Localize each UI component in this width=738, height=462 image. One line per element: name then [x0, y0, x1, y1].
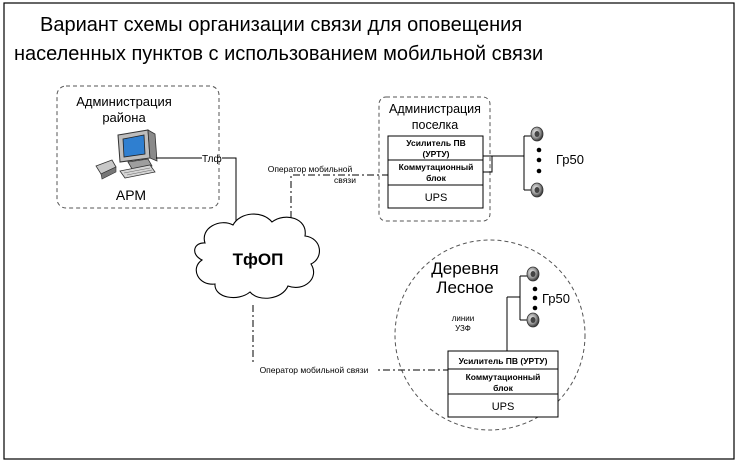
- forest-mobile-operator-label: Оператор мобильной связи: [260, 365, 369, 375]
- speaker-group-label: Гр50: [556, 152, 584, 167]
- forest-village-equipment-stack: [447, 350, 559, 418]
- mobile-operator-label-2: связи: [334, 175, 356, 185]
- forest-village-block: Деревня Лесное Усилитель ПВ (УРТУ) Комму…: [394, 239, 586, 431]
- district-admin-label-1: Администрация: [76, 94, 172, 109]
- speaker-icon: [526, 312, 540, 328]
- forest-switch-label-2: блок: [493, 383, 514, 393]
- uzf-line-label-2: УЗФ: [455, 324, 471, 333]
- ups-label: UPS: [425, 192, 448, 204]
- switch-block-label-1: Коммутационный: [399, 162, 474, 172]
- phone-link: Тлф: [156, 153, 237, 228]
- phone-link-label: Тлф: [202, 153, 222, 165]
- computer-icon: [95, 129, 158, 180]
- workstation-label: АРМ: [116, 187, 146, 203]
- forest-ups-label: UPS: [492, 401, 515, 413]
- forest-amplifier-label: Усилитель ПВ (УРТУ): [459, 356, 548, 366]
- amplifier-label-2: (УРТУ): [423, 149, 450, 159]
- title-line-1: Вариант схемы организации связи для опов…: [40, 14, 522, 36]
- forest-village-label-2: Лесное: [436, 278, 493, 297]
- forest-switch-label-1: Коммутационный: [466, 372, 541, 382]
- speaker-icon: [526, 266, 540, 282]
- forest-speaker-group: Гр50: [519, 266, 570, 328]
- mobile-link-village-admin: Оператор мобильной связи: [268, 164, 388, 218]
- uzf-line-label-1: линии: [452, 314, 475, 323]
- forest-speaker-group-label: Гр50: [542, 291, 570, 306]
- village-admin-equipment-stack: [387, 135, 484, 209]
- mobile-link-forest-village: Оператор мобильной связи: [252, 305, 448, 376]
- forest-village-label-1: Деревня: [431, 259, 499, 278]
- outer-frame: [3, 2, 735, 460]
- village-speaker-group: Гр50: [492, 126, 584, 198]
- pstn-label: ТфОП: [233, 250, 284, 269]
- amplifier-label-1: Усилитель ПВ: [406, 138, 465, 148]
- village-admin-label-1: Администрация: [389, 102, 481, 116]
- title-line-2: населенных пунктов с использованием моби…: [14, 43, 543, 65]
- district-admin-label-2: района: [102, 110, 146, 125]
- speaker-icon: [530, 126, 544, 142]
- district-admin-block: Администрация района АРМ: [56, 85, 220, 209]
- speaker-icon: [530, 182, 544, 198]
- switch-block-label-2: блок: [426, 173, 447, 183]
- mobile-operator-label-1: Оператор мобильной: [268, 164, 353, 174]
- village-admin-block: Администрация поселка Усилитель ПВ (УРТУ…: [378, 96, 493, 222]
- pstn-cloud: ТфОП: [194, 213, 320, 299]
- village-admin-label-2: поселка: [412, 118, 459, 132]
